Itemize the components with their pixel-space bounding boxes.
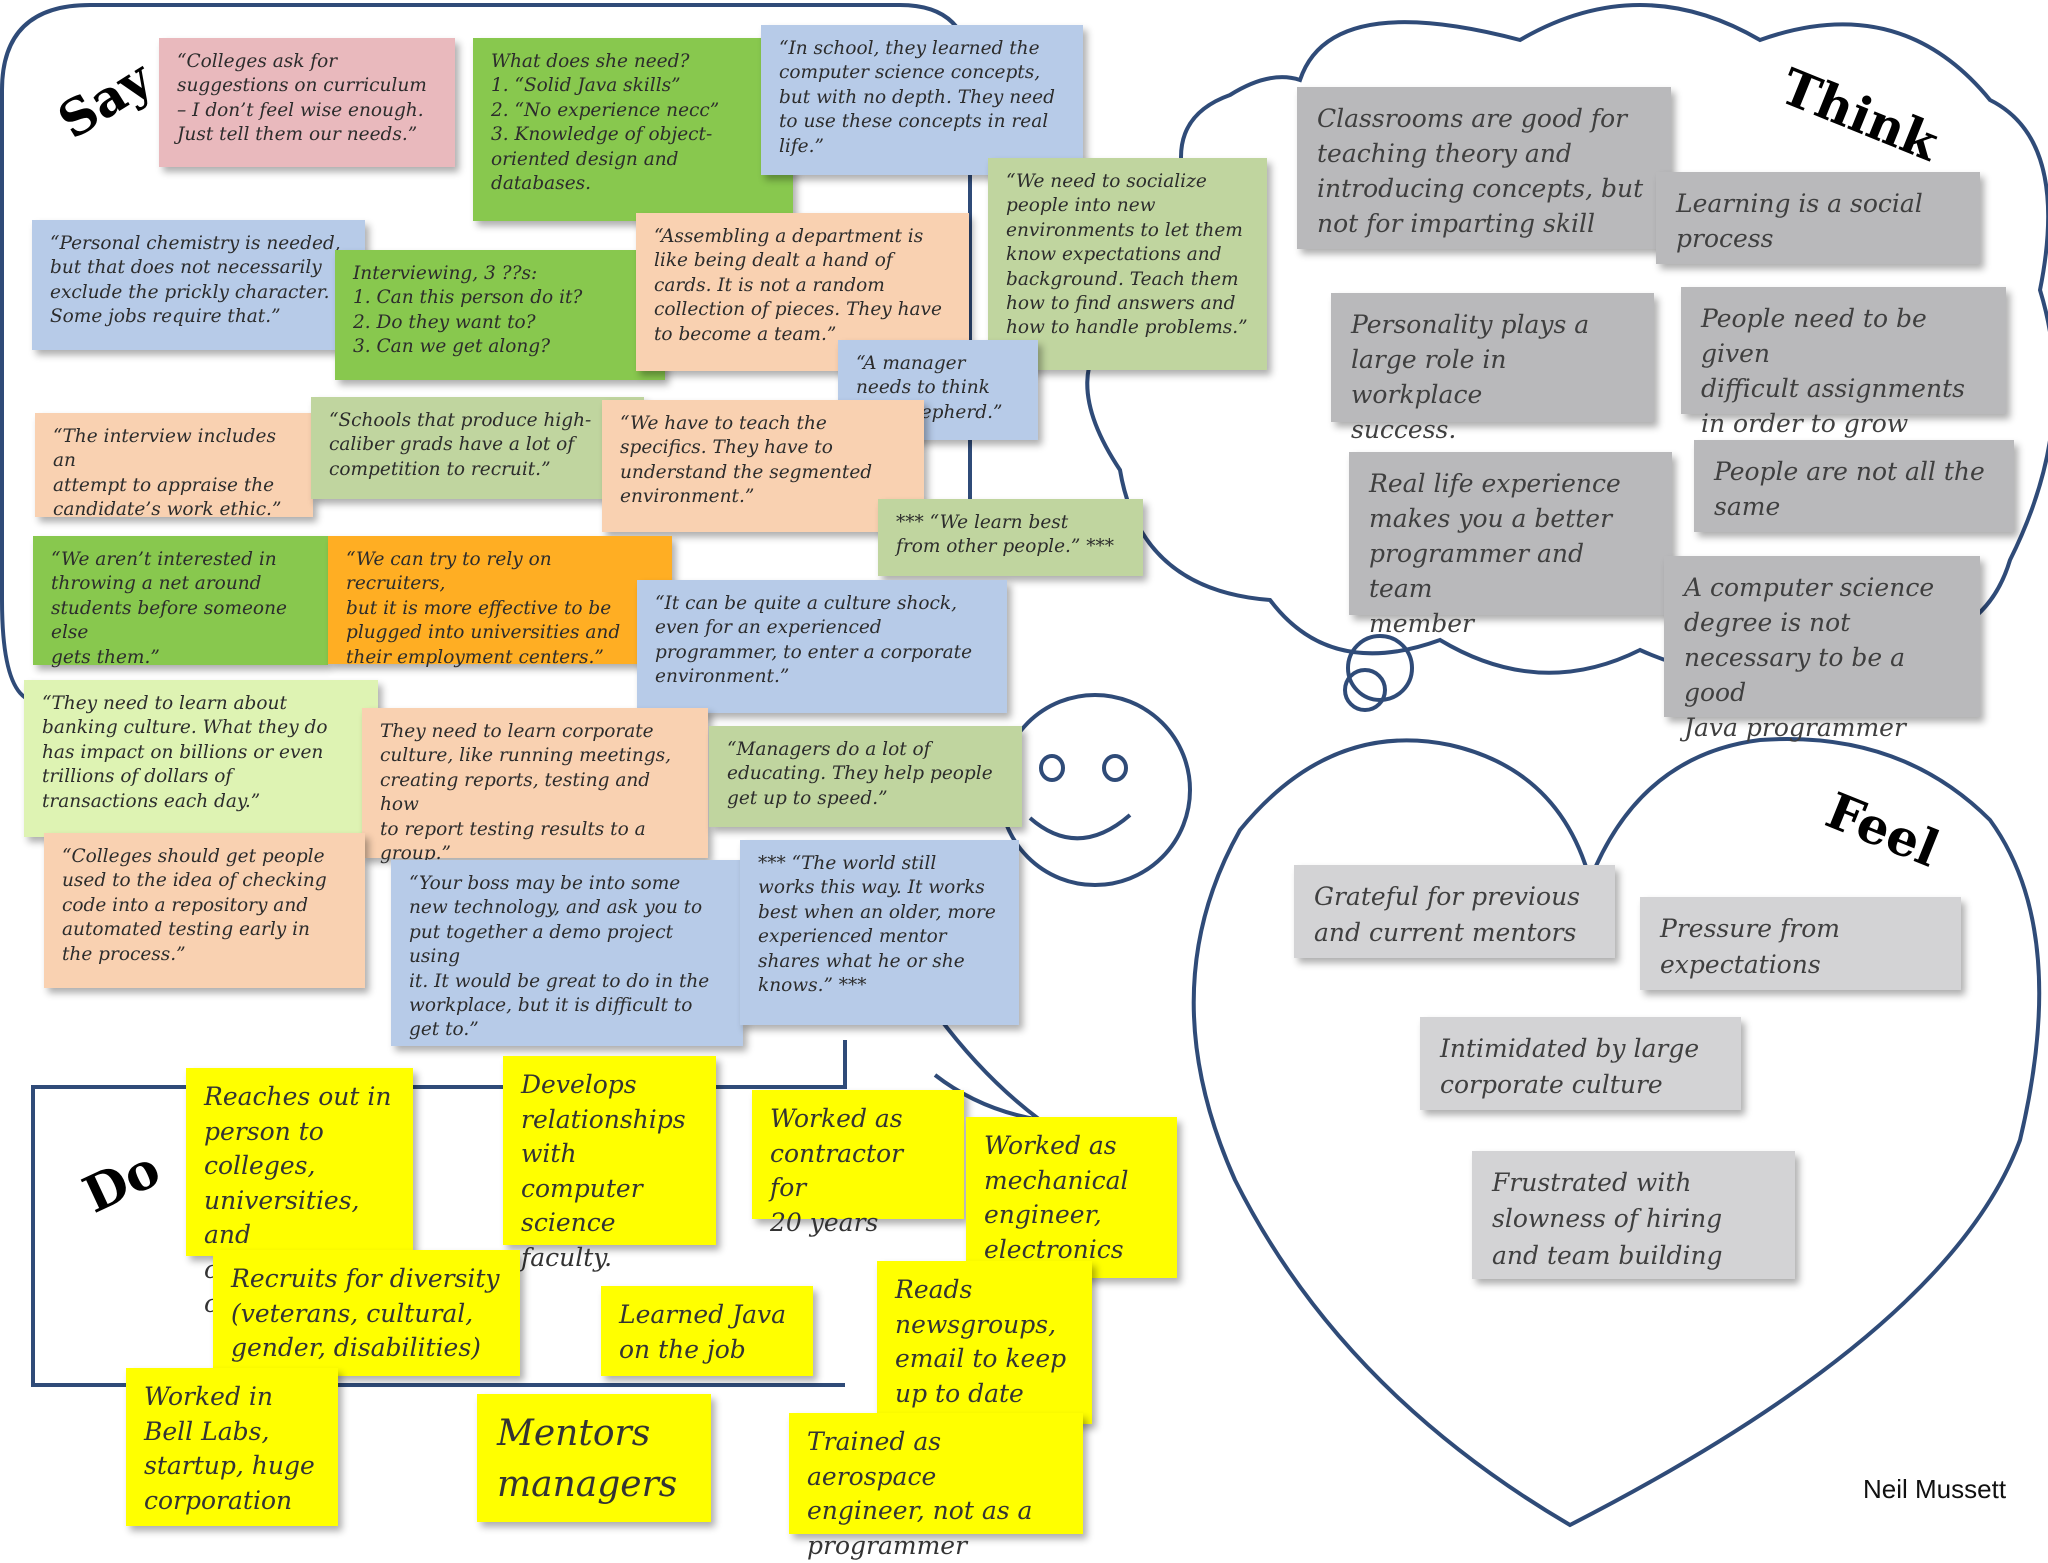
feel-note: Pressure from expectations: [1640, 897, 1961, 990]
feel-note: Grateful for previous and current mentor…: [1294, 865, 1615, 958]
do-note: Develops relationships with computer sci…: [503, 1056, 716, 1272]
say-note: “We need to socialize people into new en…: [988, 158, 1267, 370]
do-note: Worked as mechanical engineer, electroni…: [966, 1117, 1177, 1278]
say-note: What does she need? 1. “Solid Java skill…: [473, 38, 793, 221]
think-note: Learning is a social process: [1656, 172, 1980, 264]
say-note: “We aren’t interested in throwing a net …: [33, 536, 328, 668]
do-note: Worked as contractor for 20 years: [752, 1090, 964, 1237]
say-note: Interviewing, 3 ??s: 1. Can this person …: [335, 250, 665, 380]
thought-bubble-large: [1346, 634, 1414, 702]
say-note: “We can try to rely on recruiters, but i…: [328, 536, 672, 668]
say-note: “The interview includes an attempt to ap…: [35, 413, 313, 520]
do-note: Learned Java on the job: [601, 1286, 813, 1376]
do-note: Trained as aerospace engineer, not as a …: [789, 1413, 1083, 1560]
say-note: *** “The world still works this way. It …: [740, 840, 1019, 1025]
do-note: Reads newsgroups, email to keep up to da…: [877, 1261, 1092, 1424]
think-note: Personality plays a large role in workpl…: [1331, 293, 1654, 444]
say-note: “Colleges ask for suggestions on curricu…: [159, 38, 455, 167]
say-note: “We have to teach the specifics. They ha…: [602, 400, 924, 532]
say-note: *** “We learn best from other people.” *…: [878, 499, 1143, 576]
say-note: “Schools that produce high- caliber grad…: [311, 397, 644, 499]
do-note: Recruits for diversity (veterans, cultur…: [213, 1250, 520, 1376]
think-note: Real life experience makes you a better …: [1349, 452, 1672, 638]
say-note: “It can be quite a culture shock, even f…: [637, 580, 1007, 713]
think-note: People need to be given difficult assign…: [1681, 287, 2006, 438]
author-credit: Neil Mussett: [1863, 1474, 2007, 1504]
feel-note: Frustrated with slowness of hiring and t…: [1472, 1151, 1795, 1279]
say-note: They need to learn corporate culture, li…: [362, 708, 708, 864]
think-note: People are not all the same: [1694, 440, 2014, 532]
think-note: Classrooms are good for teaching theory …: [1297, 87, 1671, 249]
do-note: Mentors managers: [477, 1394, 711, 1522]
think-note: A computer science degree is not necessa…: [1664, 556, 1980, 742]
say-note: “Your boss may be into some new technolo…: [391, 860, 743, 1046]
do-note: Reaches out in person to colleges, unive…: [186, 1068, 413, 1318]
do-note: Worked in Bell Labs, startup, huge corpo…: [126, 1368, 338, 1526]
say-note: “They need to learn about banking cultur…: [24, 680, 378, 837]
feel-note: Intimidated by large corporate culture: [1420, 1017, 1741, 1110]
say-note: “In school, they learned the computer sc…: [761, 25, 1083, 175]
persona-face: [998, 693, 1192, 887]
say-note: “Managers do a lot of educating. They he…: [709, 726, 1022, 827]
say-note: “Colleges should get people used to the …: [44, 833, 365, 988]
say-note: “Personal chemistry is needed, but that …: [32, 220, 365, 350]
thought-bubble-medium: [1343, 668, 1387, 712]
